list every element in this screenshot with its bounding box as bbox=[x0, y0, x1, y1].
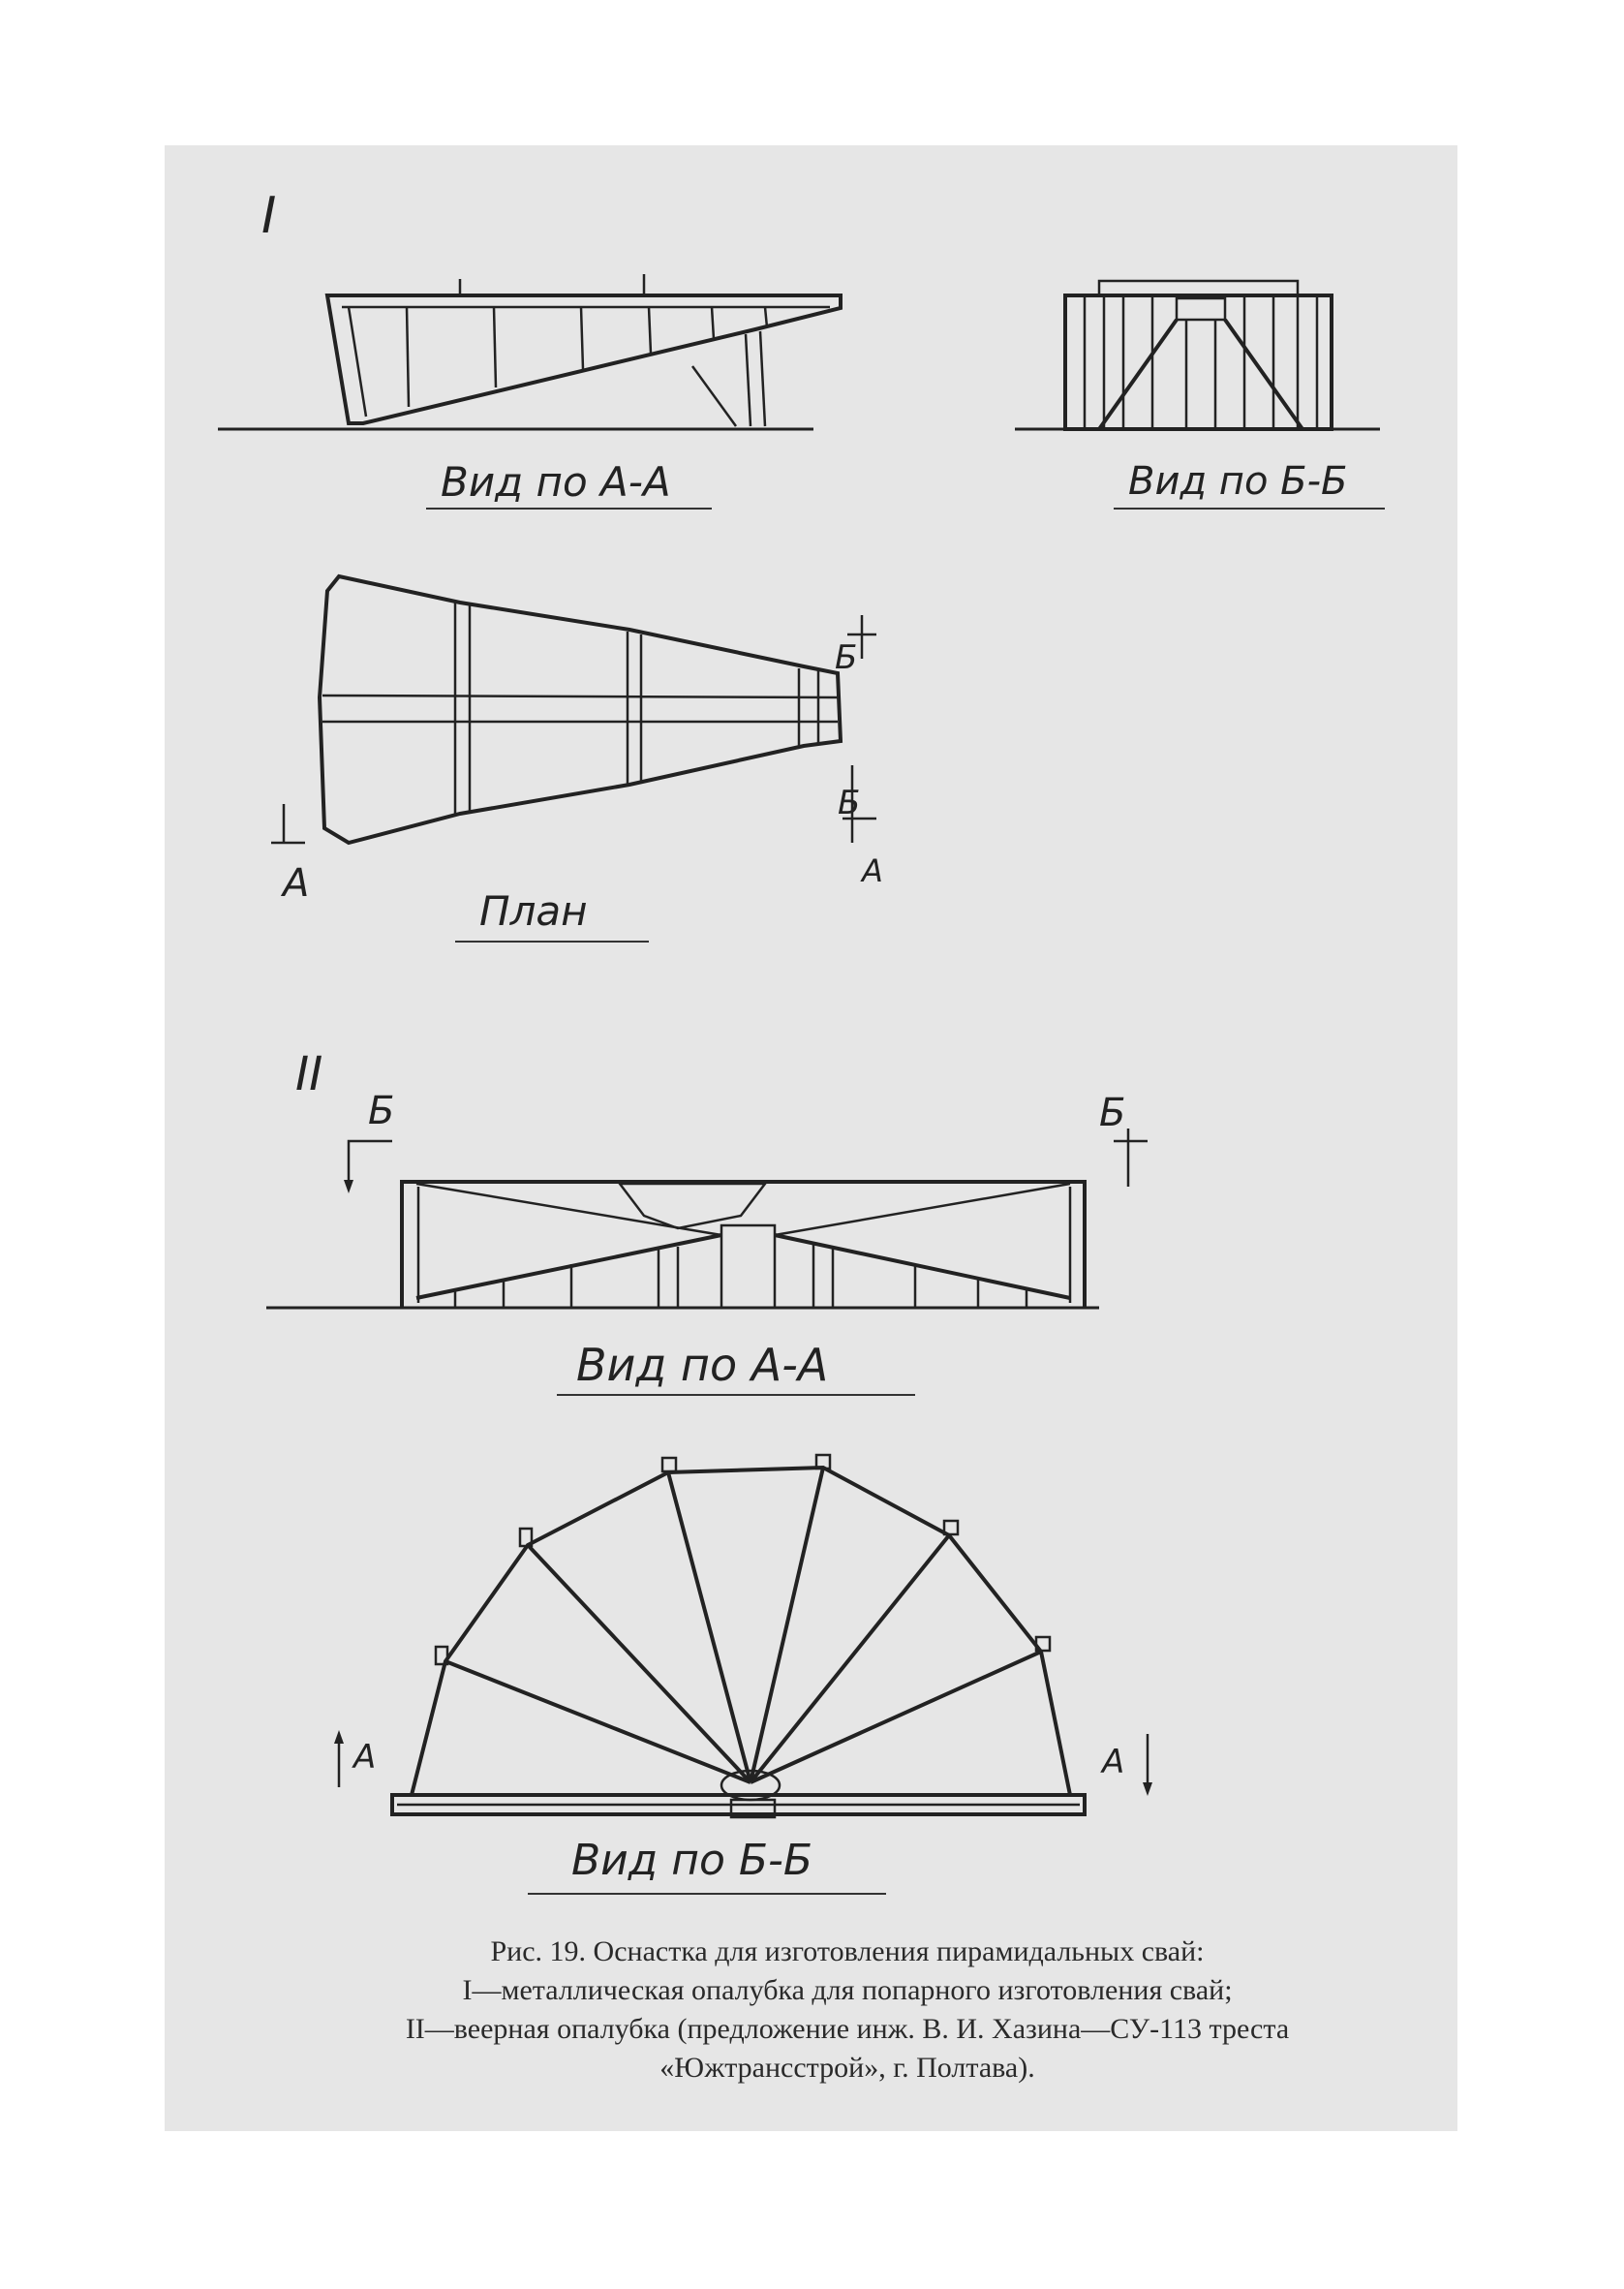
marker-B-left: Б bbox=[368, 1089, 394, 1133]
marker-A-right: А bbox=[1100, 1743, 1124, 1781]
caption-line-3: II—веерная опалубка (предложение инж. В.… bbox=[405, 2013, 1290, 2045]
marker-B-plan-bottom: Б bbox=[838, 784, 860, 822]
figure-II-fan-view bbox=[390, 1453, 1087, 1819]
figure-I-numeral: I bbox=[261, 187, 276, 245]
figure-I-plan bbox=[317, 573, 843, 846]
figure-I-plan-section-markers: А Б Б А bbox=[271, 615, 883, 906]
figure-II-numeral: II bbox=[295, 1047, 322, 1101]
figure-I-end-view-label: Вид по Б-Б bbox=[1128, 459, 1347, 504]
marker-A-plan-left: А bbox=[280, 861, 309, 906]
figure-II-side-view-label: Вид по А-А bbox=[576, 1339, 828, 1391]
marker-A-left: А bbox=[352, 1738, 376, 1777]
drawing-sheet bbox=[165, 145, 1457, 2131]
caption-line-2: I—металлическая опалубка для попарного и… bbox=[462, 1974, 1233, 2006]
figure-I-side-view-label: Вид по А-А bbox=[441, 458, 671, 506]
figure-I-side-view bbox=[218, 274, 843, 431]
marker-B-plan-top: Б bbox=[835, 638, 857, 677]
caption-line-4: «Южтрансстрой», г. Полтава). bbox=[659, 2052, 1035, 2084]
figure-caption: Рис. 19. Оснастка для изготовления пирам… bbox=[232, 1933, 1462, 2088]
figure-I-plan-label: План bbox=[479, 887, 588, 935]
marker-A-plan-right: А bbox=[860, 852, 883, 889]
figure-II-section-markers-A: А А bbox=[334, 1730, 1152, 1796]
caption-line-1: Рис. 19. Оснастка для изготовления пирам… bbox=[490, 1935, 1205, 1967]
figure-II-side-view bbox=[266, 1180, 1099, 1310]
marker-B-right: Б bbox=[1099, 1091, 1125, 1135]
figure-II-fan-view-label: Вид по Б-Б bbox=[571, 1836, 812, 1885]
figure-I-end-view bbox=[1015, 279, 1380, 431]
figure-II-section-markers-B: Б Б bbox=[344, 1089, 1148, 1193]
